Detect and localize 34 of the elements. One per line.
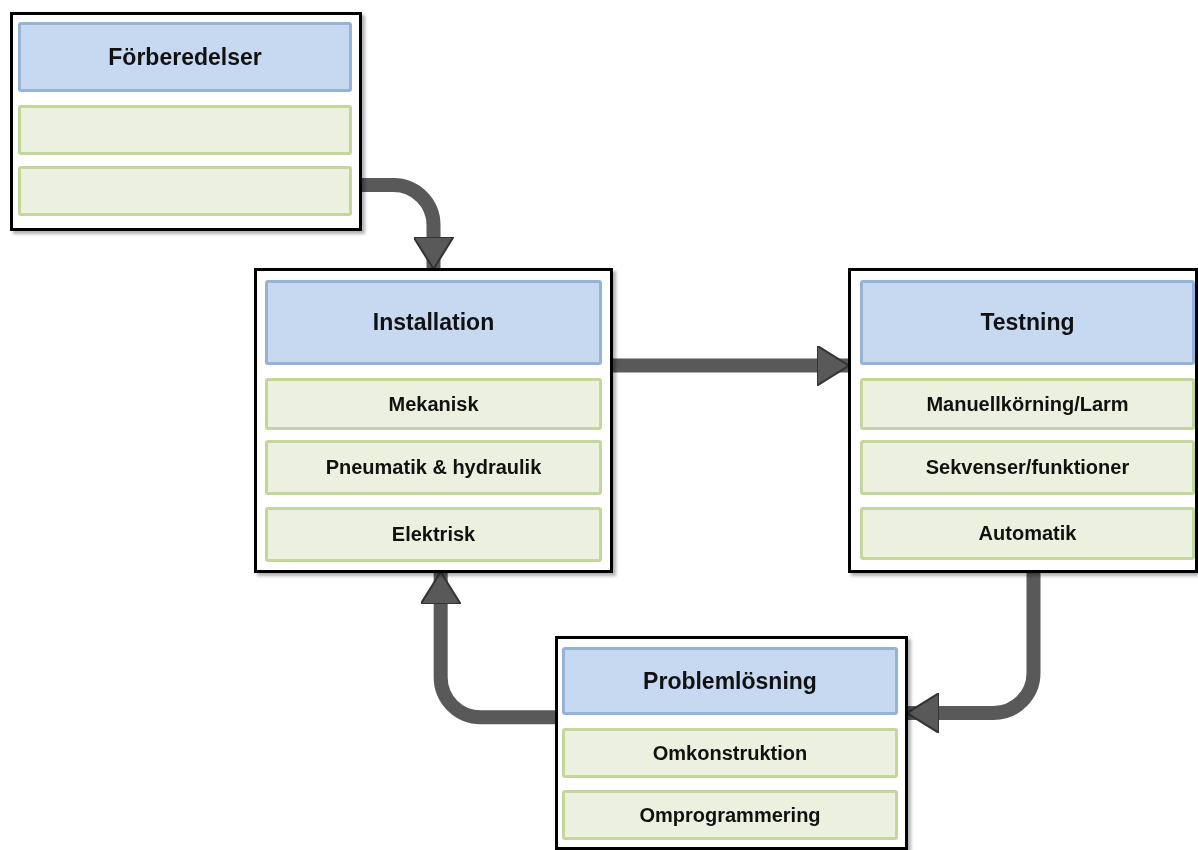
stage-header: [265, 280, 602, 365]
task-box: [562, 790, 898, 840]
stage-panel: [10, 12, 362, 231]
task-label: Elektrisk: [391, 523, 476, 546]
task-label: Mekanisk: [388, 392, 479, 416]
stage-header: [18, 22, 352, 92]
stage-title: Problemlösning: [643, 667, 817, 695]
task-box: [860, 378, 1195, 430]
stage-title: Förberedelser: [108, 43, 262, 71]
stage-panel: [848, 268, 1198, 573]
flow-arrow: [613, 344, 850, 387]
task-label: Automatik: [978, 522, 1077, 545]
task-box: [265, 378, 602, 430]
stage-title: Installation: [372, 309, 495, 336]
task-label: Pneumatik & hydraulik: [325, 456, 542, 479]
stage-panel: [254, 268, 613, 573]
stage-header: [562, 647, 898, 715]
stage-panel: [555, 636, 908, 850]
flow-arrow: [362, 178, 455, 270]
task-box: [265, 440, 602, 495]
stage-header: [860, 280, 1195, 365]
task-box: [860, 507, 1195, 560]
task-label: Omkonstruktion: [652, 741, 808, 765]
task-label: Manuellkörning/Larm: [926, 392, 1129, 416]
task-box: [860, 440, 1195, 495]
task-box: [18, 105, 352, 155]
task-box: [562, 728, 898, 778]
task-box: [18, 166, 352, 216]
stage-title: Testning: [980, 309, 1075, 336]
task-box: [265, 507, 602, 562]
task-label: Omprogrammering: [639, 803, 821, 827]
flow-arrow: [906, 573, 1041, 735]
flow-arrow: [419, 571, 555, 725]
task-label: Sekvenser/funktioner: [925, 456, 1130, 479]
